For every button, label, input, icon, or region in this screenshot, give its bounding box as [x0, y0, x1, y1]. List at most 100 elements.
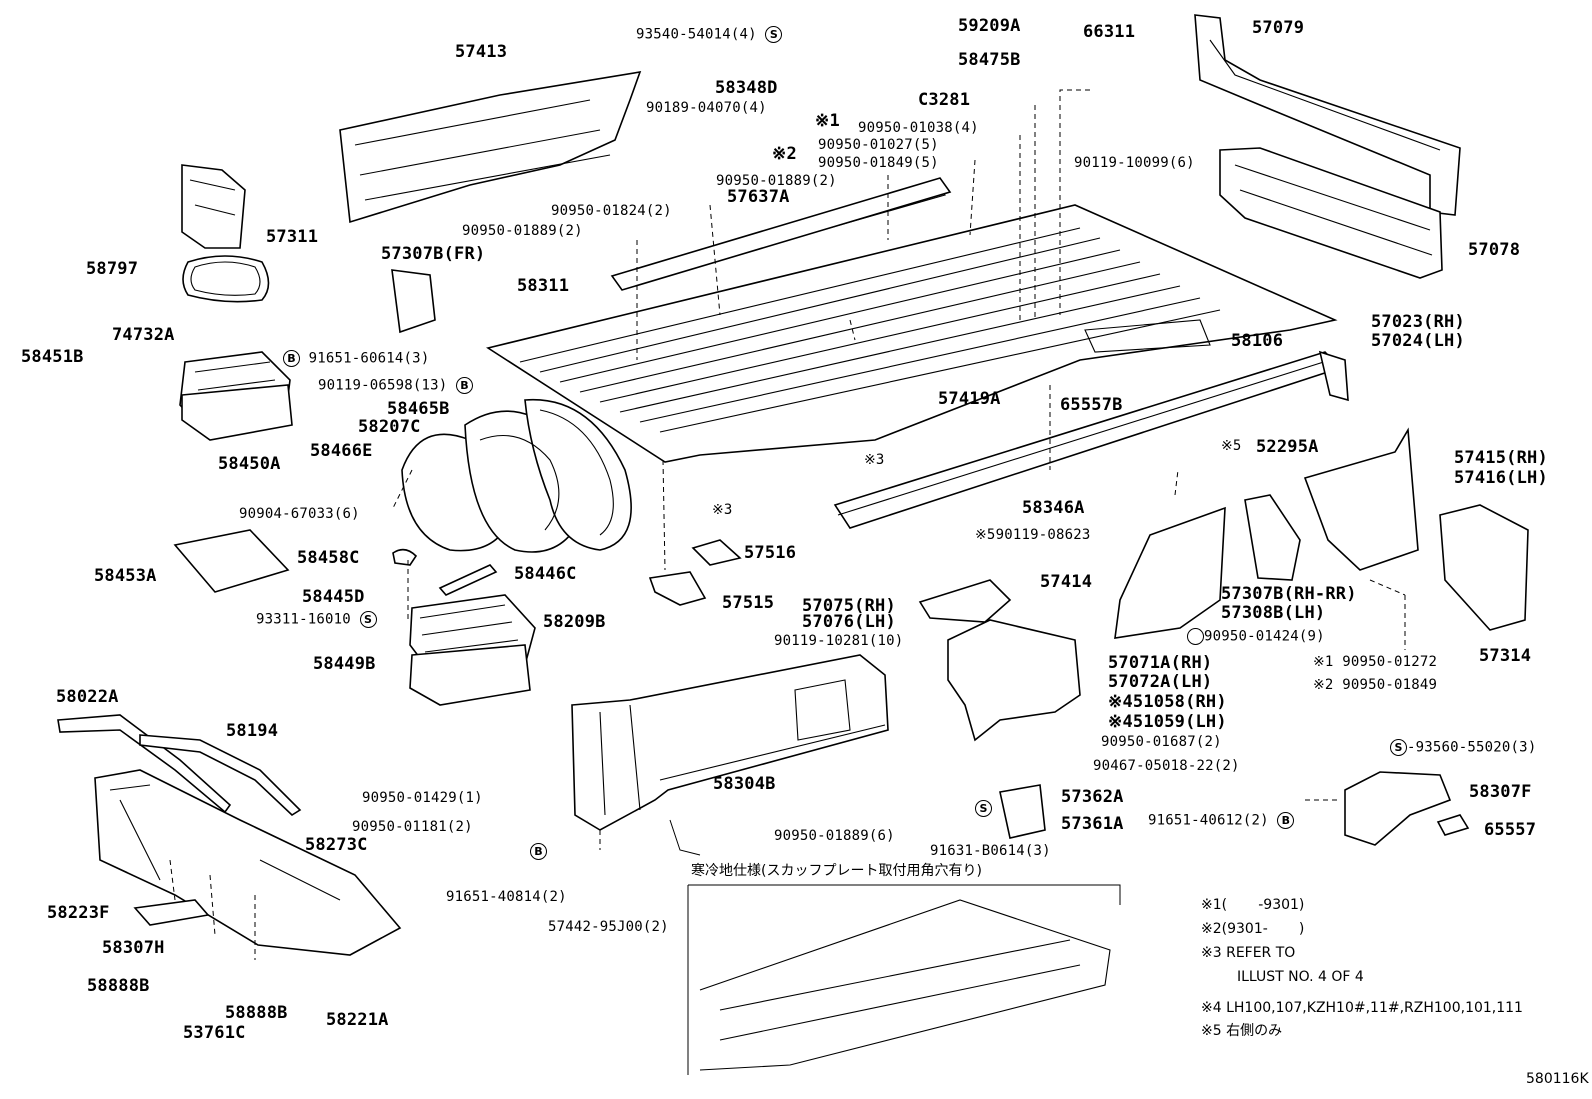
- label-text: 91651-60614(3): [308, 350, 430, 367]
- label-91651-40612: 91651-40612(2) B: [1148, 812, 1295, 829]
- label-58458C: 58458C: [297, 548, 360, 568]
- bracket-57307B-RR: [1244, 494, 1301, 581]
- bracket-57362A: [999, 784, 1046, 839]
- label-90950-01027: 90950-01027(5): [818, 137, 939, 153]
- label-90119-10099: 90119-10099(6): [1074, 155, 1195, 171]
- label-58273C: 58273C: [305, 835, 368, 855]
- label-57308B: 57308B(LH): [1221, 603, 1326, 623]
- label-58304B: 58304B: [713, 774, 776, 794]
- label-57415: 57415(RH): [1454, 448, 1548, 468]
- label-57361A: 57361A: [1061, 814, 1124, 834]
- bracket-57515: [648, 571, 707, 606]
- label-90119-08623: ※590119-08623: [975, 528, 1090, 542]
- label-mark1: ※1: [815, 111, 840, 131]
- label-90950-01849: 90950-01849(5): [818, 155, 939, 171]
- bracket-57307B-FR: [391, 269, 436, 334]
- label-90119-06598: 90119-06598(13) B: [318, 377, 474, 394]
- panel-57414: [1114, 506, 1226, 639]
- label-57314: 57314: [1479, 646, 1532, 666]
- b-symbol-icon: B: [283, 350, 300, 367]
- label-57307B-FR: 57307B(FR): [381, 244, 486, 264]
- label-text: 90950-01849: [1342, 677, 1438, 693]
- label-57637A: 57637A: [727, 187, 790, 207]
- label-text: 90950-01424(9): [1204, 628, 1325, 645]
- panel-57415: [1303, 427, 1419, 571]
- label-58346A: 58346A: [1022, 498, 1085, 518]
- figure-code: 580116K: [1526, 1071, 1589, 1087]
- label-text: 93540-54014(4): [636, 26, 757, 43]
- label-58307H: 58307H: [102, 938, 165, 958]
- s-symbol-icon: S: [1390, 739, 1407, 756]
- mark1-b: ※1: [1313, 654, 1334, 670]
- label-mark3-a: ※3: [864, 452, 885, 468]
- crossmember-58221A: [94, 769, 402, 956]
- s-symbol-bottom: S: [975, 800, 992, 817]
- pad-58453A: [173, 529, 290, 593]
- mark2-b: ※2: [1313, 677, 1334, 693]
- note-3b: ILLUST NO. 4 OF 4: [1237, 969, 1364, 985]
- label-57078: 57078: [1468, 240, 1521, 260]
- label-58445D: 58445D: [302, 587, 365, 607]
- label-58451B: 58451B: [21, 347, 84, 367]
- label-91631-B0614: 91631-B0614(3): [930, 843, 1051, 859]
- label-text: 51058(RH): [1132, 692, 1227, 712]
- label-58194: 58194: [226, 721, 279, 741]
- label-57362A: 57362A: [1061, 787, 1124, 807]
- b-symbol-icon: B: [456, 377, 474, 394]
- label-58348D: 58348D: [715, 78, 778, 98]
- label-57079: 57079: [1252, 18, 1305, 38]
- label-90950-01181: 90950-01181(2): [352, 819, 473, 835]
- label-58221A: 58221A: [326, 1010, 389, 1030]
- label-57307B-RR: 57307B(RH-RR): [1221, 584, 1357, 604]
- label-90950-01889-a: 90950-01889(2): [716, 173, 837, 189]
- label-90950-01272: ※1 90950-01272: [1313, 655, 1437, 669]
- label-90950-01849-b: ※2 90950-01849: [1313, 678, 1437, 692]
- cover-58209B: [409, 594, 536, 706]
- label-mark2: ※2: [772, 144, 797, 164]
- bracket-57075: [918, 579, 1012, 623]
- panel-57314: [1439, 504, 1529, 631]
- label-90950-01889-b: 90950-01889(2): [462, 223, 583, 239]
- label-text: 90950-01272: [1342, 654, 1438, 670]
- label-57516: 57516: [744, 543, 797, 563]
- label-text: 90119-06598(13): [318, 377, 448, 394]
- label-58465B: 58465B: [387, 399, 450, 419]
- label-90189-04070: 90189-04070(4): [646, 100, 767, 116]
- label-58223F: 58223F: [47, 903, 110, 923]
- label-93311-16010: 93311-16010 S: [256, 611, 377, 628]
- bracket-58307F: [1344, 771, 1452, 846]
- washer-icon: [1187, 628, 1204, 645]
- label-58022A: 58022A: [56, 687, 119, 707]
- label-58449B: 58449B: [313, 654, 376, 674]
- strip-58446C: [438, 564, 498, 596]
- label-text: 51059(LH): [1132, 712, 1227, 732]
- label-93560-55020: S-93560-55020(3): [1390, 739, 1536, 756]
- label-59209A: 59209A: [958, 16, 1021, 36]
- label-58475B: 58475B: [958, 50, 1021, 70]
- label-58209B: 58209B: [543, 612, 606, 632]
- label-51058: ※451058(RH): [1108, 694, 1227, 711]
- label-90950-01889-c: 90950-01889(6): [774, 828, 895, 844]
- b-symbol-bottom: B: [530, 843, 547, 860]
- label-58307F: 58307F: [1469, 782, 1532, 802]
- mark4-b: ※4: [1108, 712, 1133, 732]
- member-57071A: [947, 619, 1081, 742]
- wheelhouse-58466E: [401, 398, 632, 553]
- label-text: 93311-16010: [256, 611, 351, 628]
- label-58106: 58106: [1231, 331, 1284, 351]
- label-90950-01038: 90950-01038(4): [858, 120, 979, 136]
- label-text: 90119-08623: [995, 527, 1091, 543]
- label-C3281: C3281: [918, 90, 971, 110]
- s-symbol-icon: S: [359, 611, 377, 628]
- panel-57413: [339, 70, 642, 224]
- s-symbol-icon: S: [765, 26, 783, 43]
- label-text: 93560-55020(3): [1415, 739, 1537, 756]
- rear-member-57079: [1194, 14, 1461, 216]
- rail-58194: [139, 734, 302, 817]
- label-58311: 58311: [517, 276, 570, 296]
- label-58797: 58797: [86, 259, 139, 279]
- label-57072A: 57072A(LH): [1108, 672, 1213, 692]
- label-90950-01429: 90950-01429(1): [362, 790, 483, 806]
- label-90950-01424: 90950-01424(9): [1187, 628, 1325, 645]
- label-91651-60614: B 91651-60614(3): [283, 350, 429, 367]
